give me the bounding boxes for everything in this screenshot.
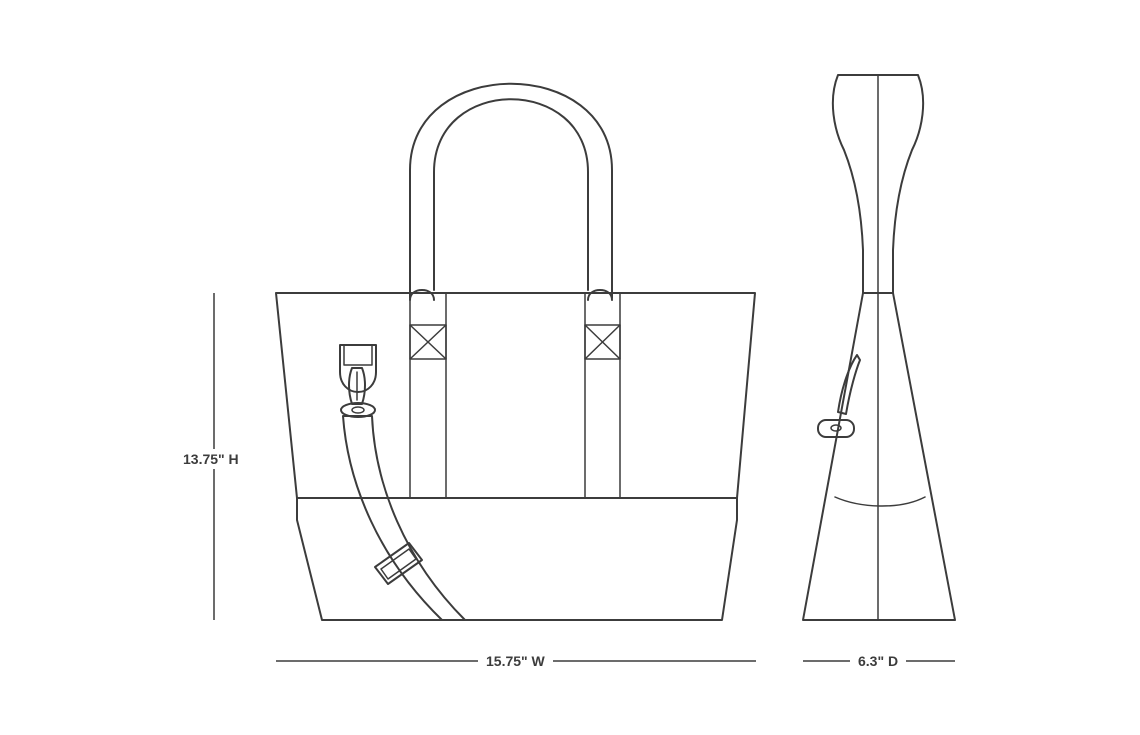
handle-inner [433,98,589,291]
handle-outer [409,82,613,299]
x-stitch-left [409,324,447,360]
height-dimension-label: 13.75" H [183,449,239,469]
side-swivel-hole [830,424,842,432]
side-bottom-seam [834,496,926,507]
shoulder-strap [342,415,466,621]
width-dimension-label: 15.75" W [478,653,553,669]
depth-dimension-label: 6.3" D [850,653,907,669]
handle-tab-left [409,289,435,301]
side-body-outline [802,292,956,621]
front-view [275,82,756,621]
x-stitch-right [584,324,621,360]
handle-tab-right [587,289,613,301]
strap-clip-hole [351,406,365,414]
side-view [802,74,956,621]
side-swivel [817,419,855,438]
bag-body-outline [275,292,756,621]
strap-clip [340,402,376,418]
d-ring-hardware [339,344,377,405]
strap-buckle [374,542,423,585]
side-clip-hardware [837,354,861,415]
